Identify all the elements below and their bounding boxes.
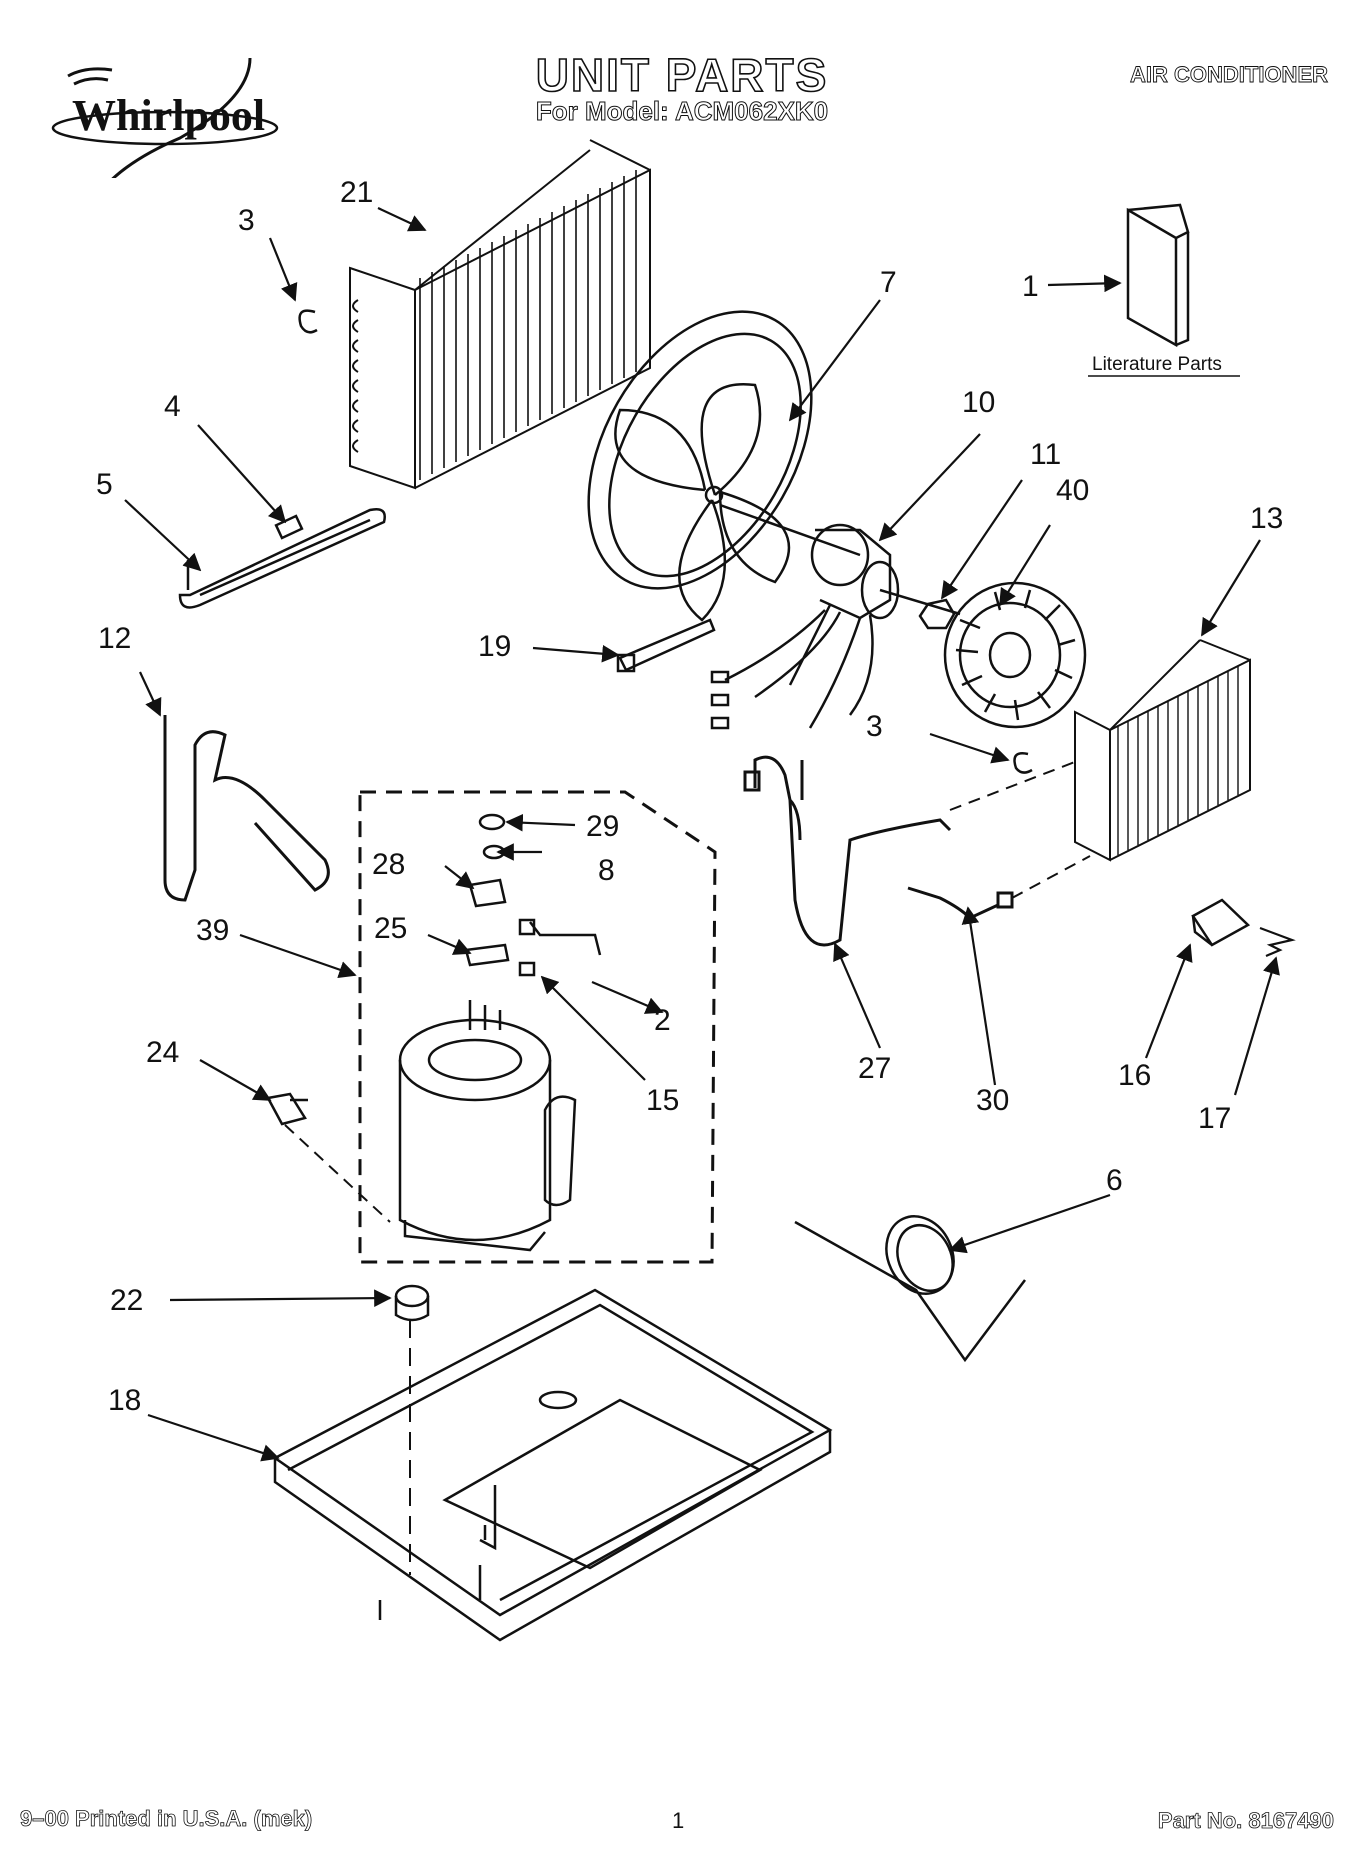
callout-3b: 3 <box>866 710 883 743</box>
condenser-fan-blade <box>587 310 813 622</box>
clip-leader <box>284 1124 391 1223</box>
callout-19: 19 <box>478 630 511 663</box>
callout-16: 16 <box>1118 1059 1151 1092</box>
callout-12: 12 <box>98 622 131 655</box>
tie-strap <box>616 618 716 673</box>
terminal-clip <box>266 1092 308 1126</box>
callout-2: 2 <box>654 1004 671 1037</box>
mounting-screw <box>1259 926 1296 958</box>
capillary-tube <box>907 886 1014 920</box>
compressor-grommet <box>394 1284 430 1322</box>
compressor-assembly-boundary <box>358 790 717 1264</box>
evaporator-coil <box>1074 639 1251 862</box>
callout-18: 18 <box>108 1384 141 1417</box>
compressor <box>398 1000 577 1252</box>
callout-numbers: 1 2 3 3 4 5 6 7 8 10 11 12 13 15 16 17 1… <box>96 176 1283 1417</box>
callout-leaders <box>124 207 1280 1462</box>
fan-motor <box>710 503 961 730</box>
product-type: AIR CONDITIONER <box>1130 62 1329 88</box>
callout-15: 15 <box>646 1084 679 1117</box>
discharge-dashed <box>949 759 1081 811</box>
blower-wheel <box>943 581 1087 729</box>
base-pan <box>272 1288 833 1642</box>
literature-booklet <box>1126 203 1190 348</box>
mounting-bracket <box>1191 898 1251 947</box>
callout-27: 27 <box>858 1052 891 1085</box>
evaporator-fins <box>1117 666 1239 855</box>
callout-6: 6 <box>1106 1164 1123 1197</box>
callout-7: 7 <box>880 266 897 299</box>
callout-28: 28 <box>372 848 405 881</box>
whirlpool-logo: Whirlpool <box>51 57 279 178</box>
callout-17: 17 <box>1198 1102 1231 1135</box>
callout-22: 22 <box>110 1284 143 1317</box>
callout-1: 1 <box>1022 270 1039 303</box>
callout-30: 30 <box>976 1084 1009 1117</box>
heater-assembly <box>178 508 386 609</box>
condenser-coil <box>349 139 651 490</box>
part-number: Part No. 8167490 <box>1157 1808 1334 1834</box>
callout-3a: 3 <box>238 204 255 237</box>
literature-parts-label: Literature Parts <box>1092 354 1222 375</box>
callout-25: 25 <box>374 912 407 945</box>
callout-40: 40 <box>1056 474 1089 507</box>
model-line: For Model: ACM062XK0 <box>535 96 829 127</box>
discharge-tube <box>743 755 952 947</box>
brand-name: Whirlpool <box>72 91 265 140</box>
callout-39: 39 <box>196 914 229 947</box>
compressor-terminal-parts <box>464 813 602 977</box>
callout-24: 24 <box>146 1036 179 1069</box>
callout-5: 5 <box>96 468 113 501</box>
callout-21: 21 <box>340 176 373 209</box>
capillary-dashed <box>1011 855 1091 899</box>
condenser-tube-bends <box>352 299 359 453</box>
refrigerant-tubing <box>163 715 330 902</box>
motor-nut <box>918 598 956 630</box>
condenser-fins <box>419 170 637 480</box>
vent-hose-band <box>794 1215 1026 1363</box>
spring-clip-upper <box>298 309 318 334</box>
callout-4: 4 <box>164 390 181 423</box>
callout-13: 13 <box>1250 502 1283 535</box>
print-info: 9–00 Printed in U.S.A. (mek) <box>20 1806 313 1832</box>
page-number: 1 <box>672 1808 685 1833</box>
callout-10: 10 <box>962 386 995 419</box>
callout-11: 11 <box>1030 438 1061 471</box>
page-title: UNIT PARTS <box>535 48 829 102</box>
spring-clip-lower <box>1013 752 1033 774</box>
callout-8: 8 <box>598 854 615 887</box>
callout-29: 29 <box>586 810 619 843</box>
